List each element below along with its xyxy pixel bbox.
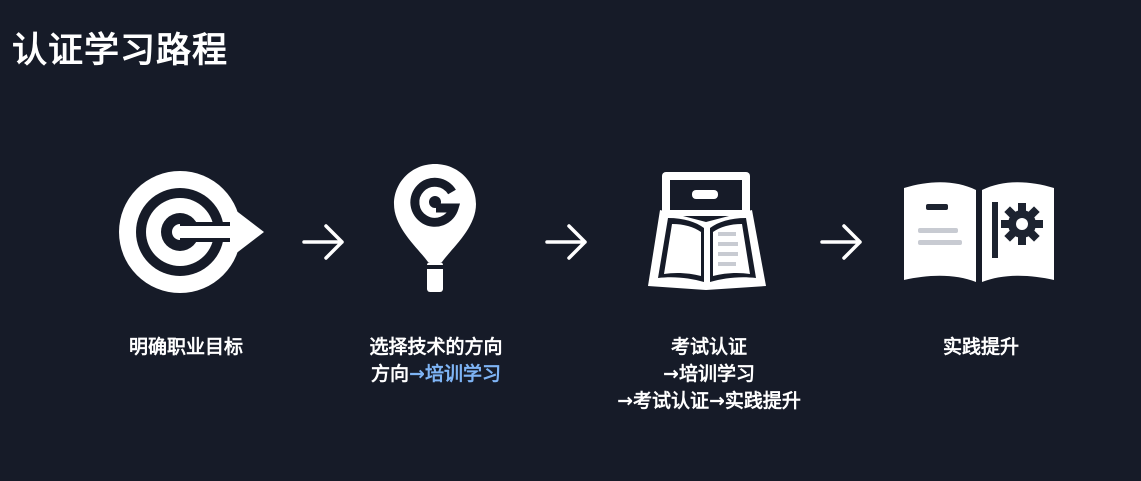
- right-arrow-icon: [820, 222, 864, 262]
- step-label-tech-direction: 选择技术的方向 方向→培训学习: [276, 334, 596, 388]
- step-label-career-goal: 明确职业目标: [26, 334, 346, 361]
- step-label-line: →考试认证→实践提升: [617, 390, 801, 412]
- map-pin-icon: [392, 162, 478, 292]
- step-label-line: 实践提升: [942, 336, 1019, 358]
- step-label-line: 选择技术的方向: [369, 336, 503, 358]
- right-arrow-icon: [302, 222, 346, 262]
- book-gear-icon: [902, 180, 1056, 310]
- page-title: 认证学习路程: [12, 31, 229, 71]
- step-label-line: →培训学习: [663, 363, 755, 385]
- step-label-certification: 考试认证 →培训学习 →考试认证→实践提升: [549, 334, 869, 415]
- step-label-line: 明确职业目标: [128, 336, 243, 358]
- step-label-line2-highlight: →培训学习: [409, 363, 501, 385]
- target-arrow-icon: [118, 170, 268, 300]
- step-label-line: 考试认证: [670, 336, 747, 358]
- right-arrow-icon: [545, 222, 589, 262]
- step-label-line2-prefix: 方向: [371, 363, 410, 385]
- open-book-icon: [646, 170, 768, 300]
- step-label-practice: 实践提升: [821, 334, 1141, 361]
